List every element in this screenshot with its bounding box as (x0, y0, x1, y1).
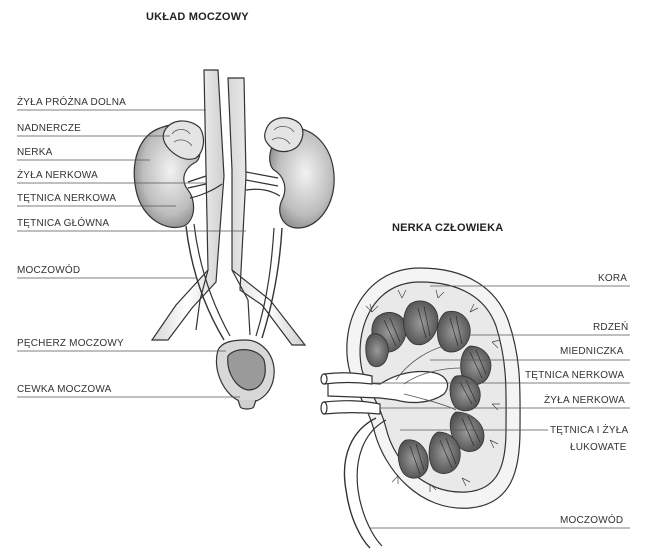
kidney-cross-section (320, 267, 630, 549)
label-ureter: MOCZOWÓD (17, 265, 81, 276)
label-arcuate-line1: TĘTNICA I ŻYŁA (550, 425, 629, 436)
label-renal-artery: TĘTNICA NERKOWA (17, 193, 117, 204)
label-cortex: KORA (598, 273, 628, 284)
kidney-right (269, 127, 335, 229)
adrenal-right (264, 117, 304, 153)
ureter-left (185, 225, 225, 341)
label-aorta: TĘTNICA GŁÓWNA (17, 218, 110, 229)
label-renal-vein-right: ŻYŁA NERKOWA (544, 395, 625, 406)
label-inferior-vena-cava: ŻYŁA PRÓŻNA DOLNA (17, 97, 126, 108)
label-adrenal-gland: NADNERCZE (17, 123, 82, 134)
label-medulla: RDZEŃ (593, 322, 629, 333)
renal-artery (323, 372, 373, 385)
label-kidney: NERKA (17, 147, 53, 158)
ureter-section (343, 417, 377, 549)
title-urinary-system: UKŁAD MOCZOWY (146, 11, 249, 23)
aorta (227, 77, 307, 346)
urethra (237, 399, 257, 410)
label-renal-vein: ŻYŁA NERKOWA (17, 170, 98, 181)
ureter-right (261, 227, 283, 339)
label-renal-pelvis: MIEDNICZKA (560, 346, 624, 357)
label-renal-artery-right: TĘTNICA NERKOWA (525, 370, 625, 381)
label-arcuate-line2: ŁUKOWATE (570, 442, 627, 453)
title-human-kidney: NERKA CZŁOWIEKA (392, 222, 504, 234)
urinary-system-drawing (17, 69, 335, 410)
label-ureter-right: MOCZOWÓD (560, 515, 624, 526)
label-bladder: PĘCHERZ MOCZOWY (17, 338, 124, 349)
vena-cava (150, 69, 225, 341)
renal-vein (323, 400, 381, 415)
label-urethra: CEWKA MOCZOWA (17, 384, 112, 395)
